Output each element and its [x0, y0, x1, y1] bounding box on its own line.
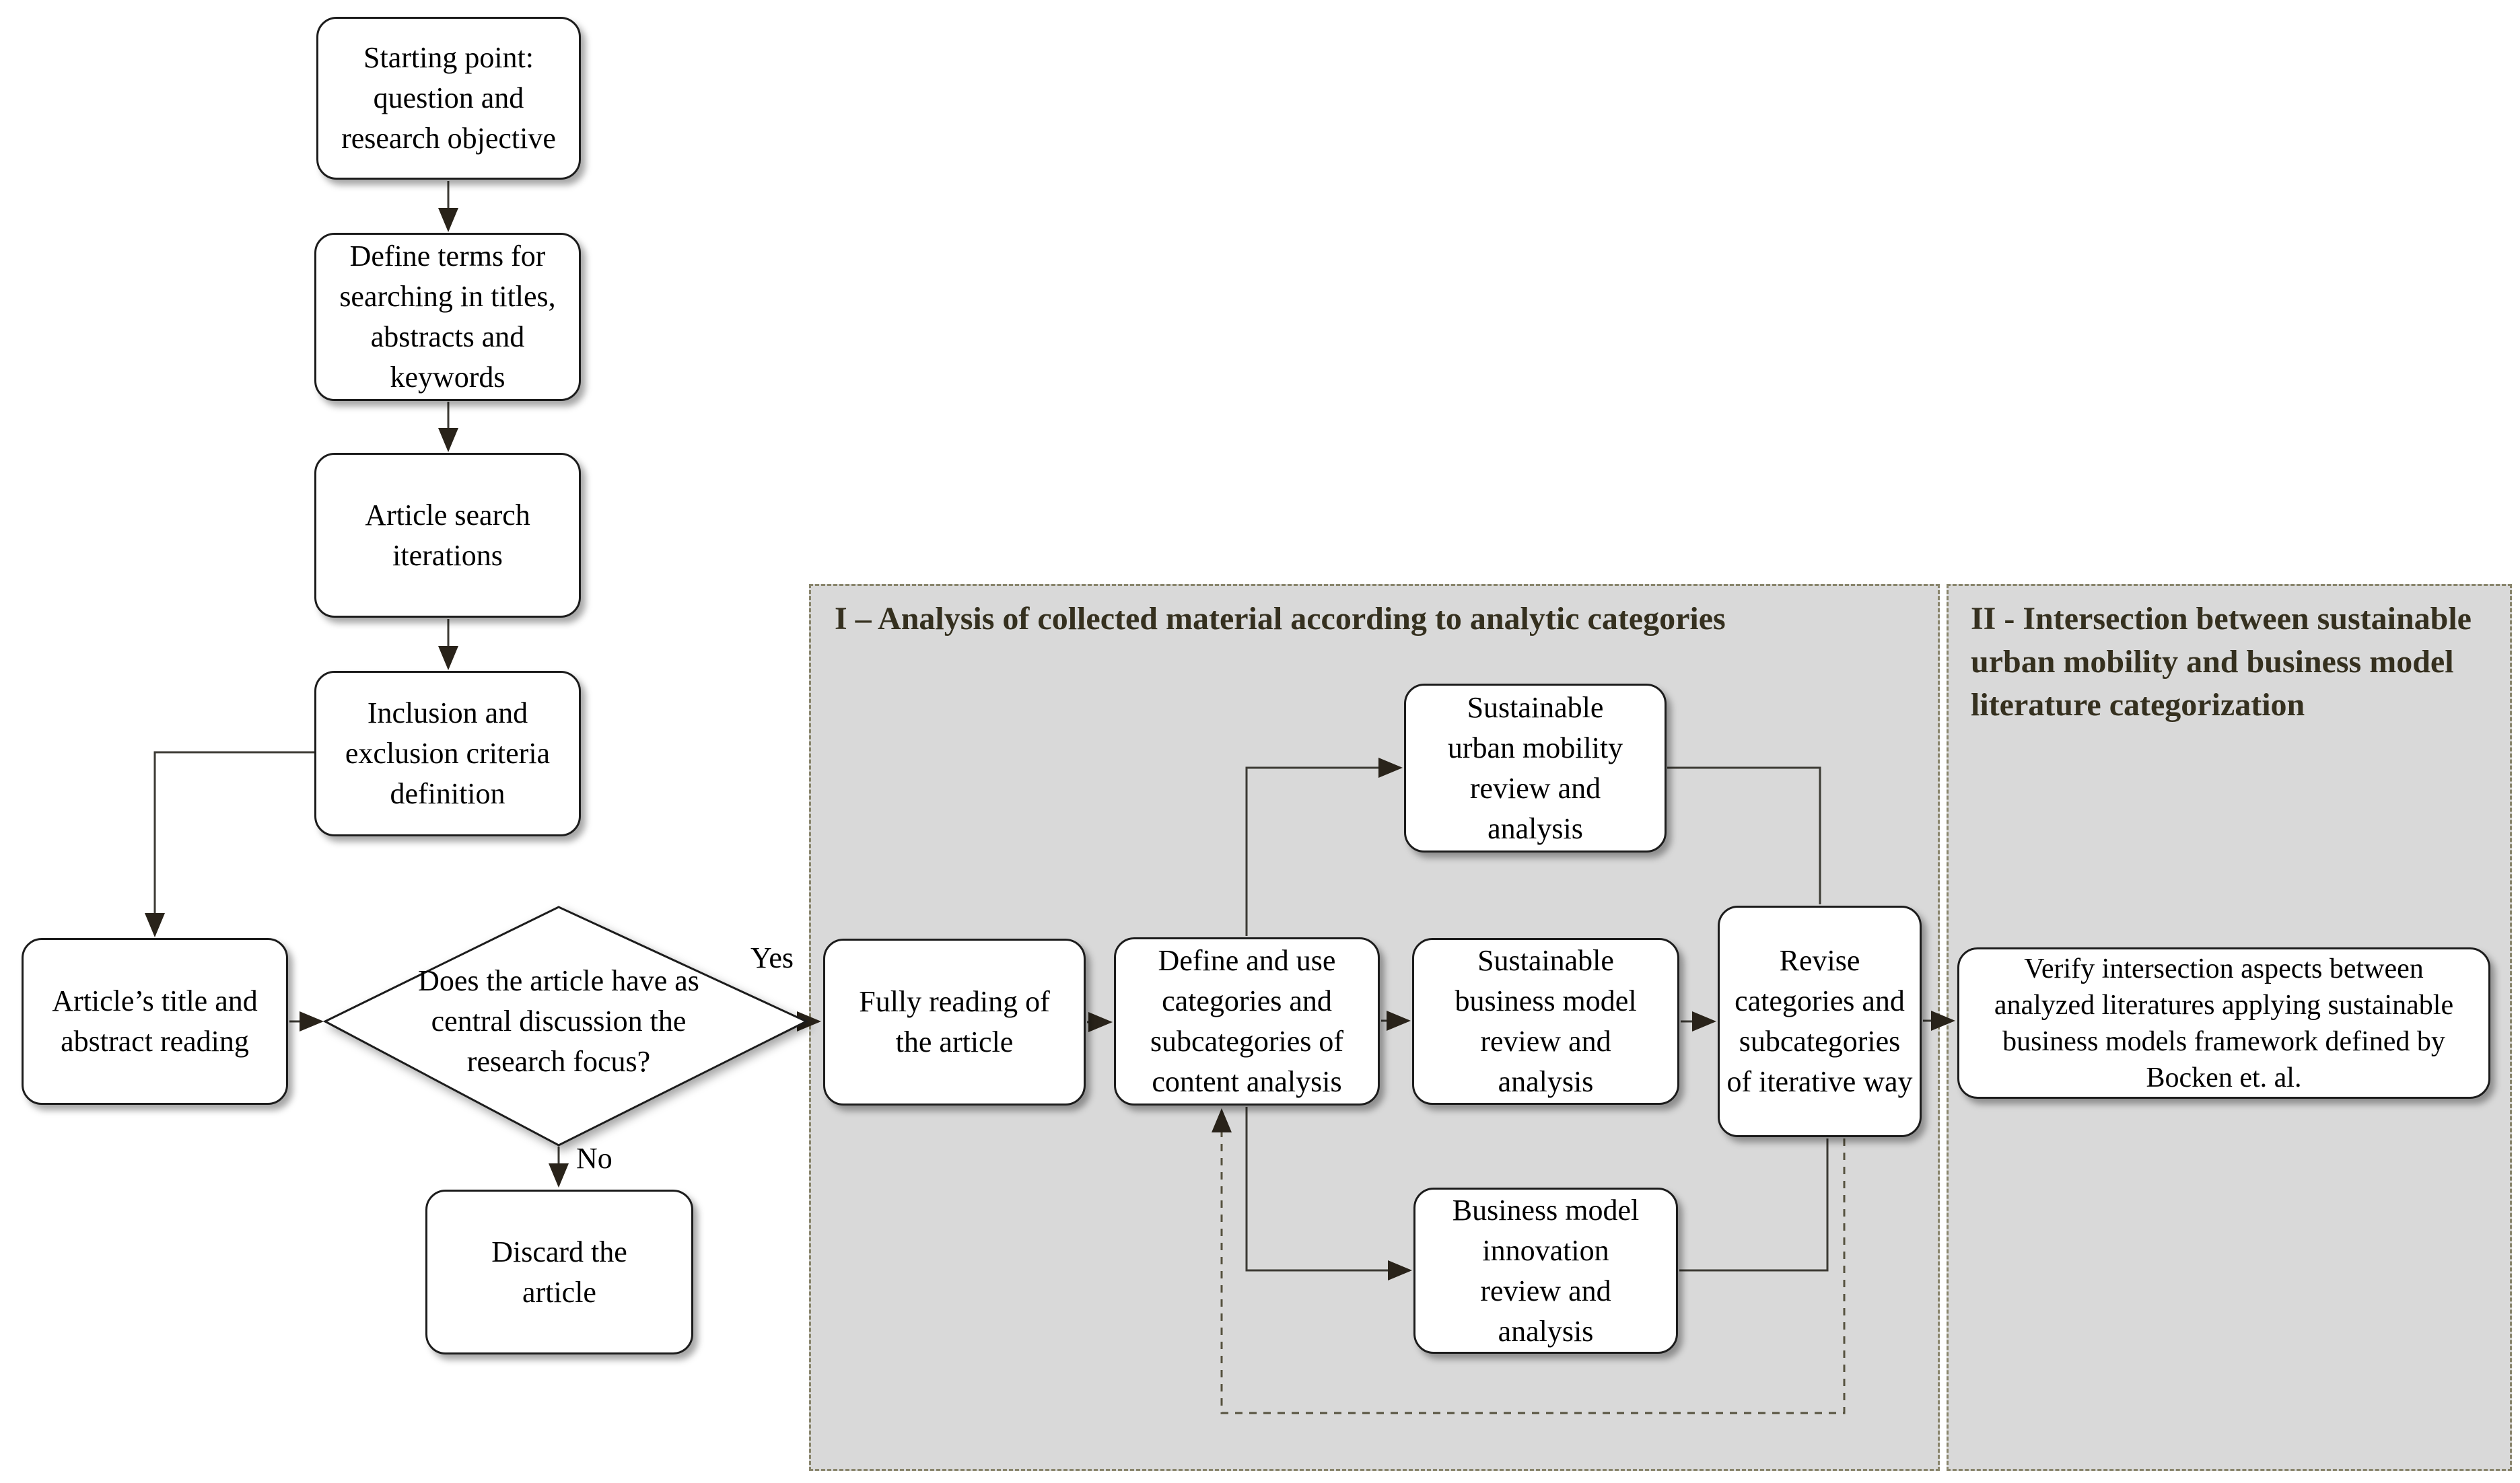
- node-inclusion-exclusion: Inclusion and exclusion criteria definit…: [314, 671, 581, 836]
- node-verify-intersection: Verify intersection aspects between anal…: [1957, 947, 2490, 1099]
- no-label: No: [576, 1142, 612, 1175]
- node-define-categories: Define and use categories and subcategor…: [1114, 937, 1380, 1106]
- node-revise-categories: Revise categories and subcategories of i…: [1718, 906, 1922, 1137]
- node-starting-point: Starting point: question and research ob…: [316, 17, 581, 180]
- node-discard: Discard the article: [425, 1190, 693, 1354]
- node-bmi-review: Business model innovation review and ana…: [1413, 1188, 1678, 1354]
- decision-text: Does the article have as central discuss…: [418, 964, 699, 1078]
- yes-label: Yes: [750, 941, 794, 974]
- node-article-search: Article search iterations: [314, 453, 581, 618]
- panel-analysis-title: I – Analysis of collected material accor…: [835, 601, 1726, 637]
- node-sum-review: Sustainable urban mobility review and an…: [1404, 684, 1667, 853]
- panel-intersection-title: II - Intersection between sustainable ur…: [1971, 601, 2472, 723]
- node-title-abstract: Article’s title and abstract reading: [22, 938, 288, 1105]
- edge-criteria-to-title: [145, 751, 314, 937]
- node-fully-reading: Fully reading of the article: [823, 939, 1086, 1106]
- node-sbm-review: Sustainable business model review and an…: [1412, 938, 1679, 1105]
- node-define-terms: Define terms for searching in titles, ab…: [314, 233, 581, 401]
